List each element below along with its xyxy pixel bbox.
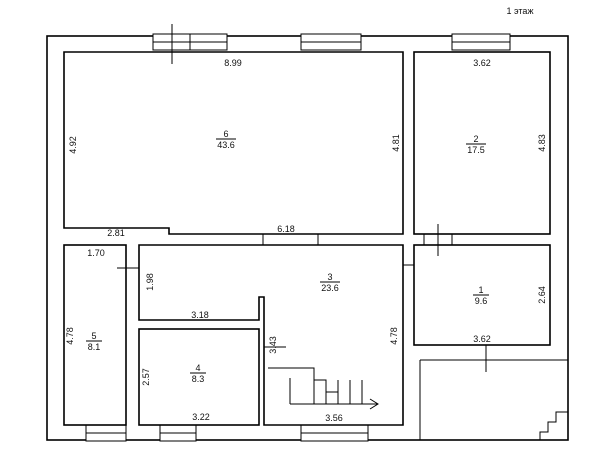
- window: [85, 424, 127, 442]
- room-1-area: 9.6: [475, 296, 488, 306]
- dim-r6-left: 4.92: [68, 136, 78, 154]
- dim-r6-right: 4.81: [391, 134, 401, 152]
- room-4-number: 4: [195, 363, 200, 373]
- dim-r3-corridor: 3.43: [268, 336, 278, 354]
- room-1-number: 1: [478, 285, 483, 295]
- window: [300, 33, 362, 51]
- dim-r3-right: 4.78: [389, 327, 399, 345]
- dim-r4-bottom: 3.22: [192, 412, 210, 422]
- dim-r6-bottom: 6.18: [277, 224, 295, 234]
- room-6-area: 43.6: [217, 140, 235, 150]
- floor-label: 1 этаж: [507, 6, 534, 16]
- dim-r2-top: 3.62: [473, 58, 491, 68]
- dim-r5-left: 4.78: [65, 327, 75, 345]
- room-4-outline: [138, 328, 260, 426]
- dim-r6-bottom-left: 2.81: [107, 228, 125, 238]
- room-1-outline: [413, 244, 551, 346]
- stairs: [268, 367, 379, 410]
- room-6-number: 6: [223, 129, 228, 139]
- room-6-outline: [63, 51, 404, 235]
- room-4-area: 8.3: [192, 374, 205, 384]
- window: [152, 33, 228, 51]
- room-5-number: 5: [91, 331, 96, 341]
- dim-r1-right: 2.64: [537, 286, 547, 304]
- dim-r6-top: 8.99: [224, 58, 242, 68]
- porch-steps: [539, 411, 568, 440]
- room-5-outline: [63, 244, 127, 426]
- window: [159, 424, 197, 442]
- window: [300, 424, 369, 442]
- window: [451, 33, 511, 51]
- dim-r3-inner: 3.18: [191, 310, 209, 320]
- dim-stairs: 3.56: [325, 413, 343, 423]
- room-2-outline: [413, 51, 551, 235]
- dim-r4-left: 2.57: [141, 368, 151, 386]
- room-2-number: 2: [473, 134, 478, 144]
- room-2-area: 17.5: [467, 145, 485, 155]
- dim-r5-side: 1.98: [145, 273, 155, 291]
- room-3-number: 3: [327, 272, 332, 282]
- dim-r2-right: 4.83: [537, 134, 547, 152]
- room-5-area: 8.1: [88, 342, 101, 352]
- outer-wall: [46, 35, 569, 441]
- dim-r1-bottom: 3.62: [473, 334, 491, 344]
- room-3-outline: [138, 244, 404, 426]
- dim-r5-top: 1.70: [87, 248, 105, 258]
- room-3-area: 23.6: [321, 283, 339, 293]
